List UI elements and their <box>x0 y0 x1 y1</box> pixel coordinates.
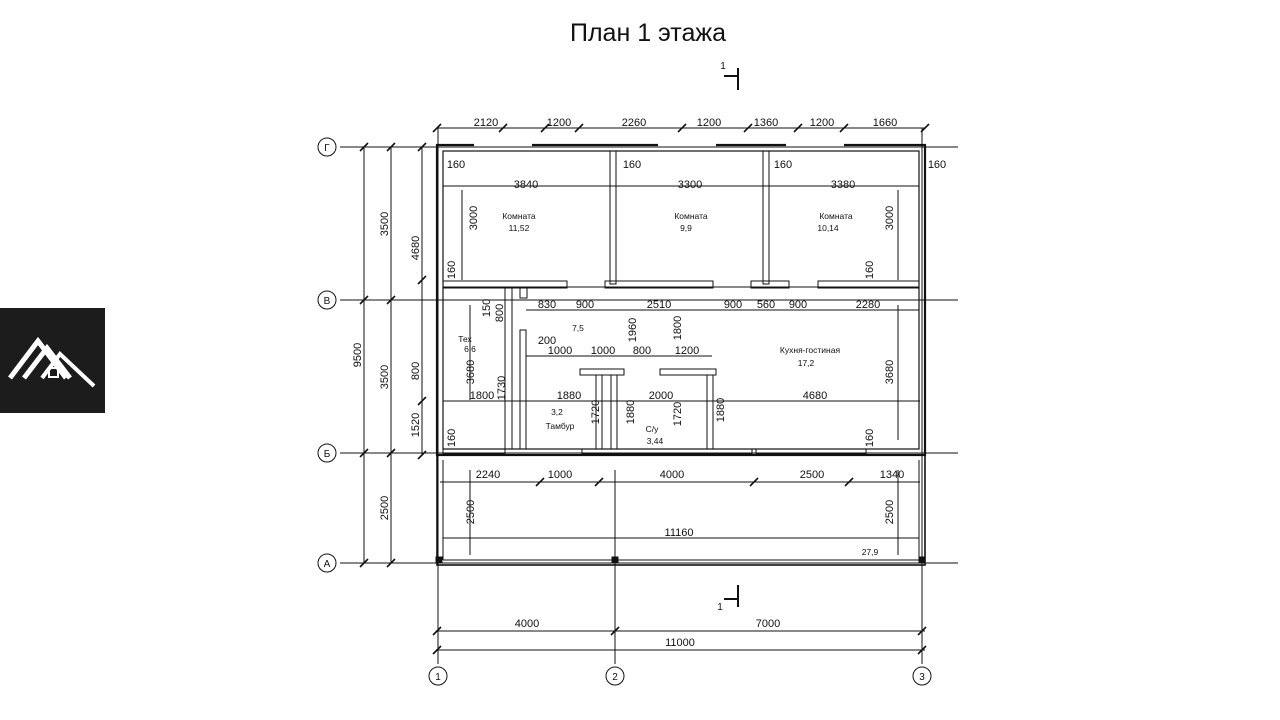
dim-top-2: 1200 <box>547 117 571 129</box>
dim-v-1880-a: 1880 <box>625 400 637 424</box>
dim-wall-8: 160 <box>864 429 876 447</box>
dim-top-5: 1360 <box>754 117 778 129</box>
hall-area: 7,5 <box>572 323 584 333</box>
tambur-area: 3,2 <box>551 407 563 417</box>
tech-area: 6,6 <box>464 344 476 354</box>
dim-wall-4: 160 <box>928 159 946 171</box>
dim-mid-1: 830 <box>538 299 556 311</box>
company-logo <box>0 308 105 413</box>
tech-name: Тех <box>458 334 472 344</box>
dim-terrace-3: 4000 <box>660 469 684 481</box>
dim-overall-width: 11000 <box>665 637 695 649</box>
dim-v-1960: 1960 <box>627 318 639 342</box>
dim-room-1-height: 3000 <box>468 206 480 230</box>
dim-top-1: 2120 <box>474 117 498 129</box>
kitchen-area: 17,2 <box>798 358 815 368</box>
dim-wall-2: 160 <box>623 159 641 171</box>
section-mark-top: 1 <box>720 61 726 72</box>
dim-v-150: 150 <box>481 299 493 317</box>
dim-hall-5: 1200 <box>675 345 699 357</box>
dim-v-1720-a: 1720 <box>590 400 602 424</box>
wc-area: 3,44 <box>647 436 664 446</box>
dim-wall-7: 160 <box>446 429 458 447</box>
dim-bottom-2: 7000 <box>756 618 780 630</box>
dim-wall-5: 160 <box>446 261 458 279</box>
dim-lower-1800: 1800 <box>470 390 494 402</box>
dim-top-6: 1200 <box>810 117 834 129</box>
tambur-name: Тамбур <box>546 421 575 431</box>
axis-label-b: Б <box>324 449 331 460</box>
dim-wall-3: 160 <box>774 159 792 171</box>
dim-terrace-2: 1000 <box>548 469 572 481</box>
dim-v-3680-tech: 3680 <box>465 360 477 384</box>
wc-name: С/у <box>646 424 660 434</box>
dim-lower-3: 4680 <box>803 390 827 402</box>
dim-terrace-1: 2240 <box>476 469 500 481</box>
section-mark-bottom: 1 <box>717 602 723 613</box>
plan-title: План 1 этажа <box>570 19 726 47</box>
axis-label-g: Г <box>324 143 330 154</box>
dim-left-outer-1: 3500 <box>379 212 391 236</box>
room-1-name: Комната <box>502 211 536 221</box>
dim-v-800: 800 <box>494 304 506 322</box>
dim-lower-1: 1880 <box>557 390 581 402</box>
dim-room-3: 3380 <box>831 179 855 191</box>
dim-top-7: 1660 <box>873 117 897 129</box>
dim-v-1800: 1800 <box>672 316 684 340</box>
dim-left-inner-2: 800 <box>410 362 422 380</box>
axis-label-2: 2 <box>612 672 618 683</box>
dim-hall-3: 1000 <box>591 345 615 357</box>
dim-top-4: 1200 <box>697 117 721 129</box>
dim-wall-6: 160 <box>864 261 876 279</box>
axis-label-a: А <box>324 559 331 570</box>
dim-room-3-height: 3000 <box>884 206 896 230</box>
dim-left-outer-2: 3500 <box>379 365 391 389</box>
dim-hall-2: 1000 <box>548 345 572 357</box>
terrace-area: 27,9 <box>862 547 879 557</box>
dim-hall-1: 200 <box>538 335 556 347</box>
dim-terrace-4: 2500 <box>800 469 824 481</box>
room-1-area: 11,52 <box>509 223 530 233</box>
axis-label-v: В <box>324 296 331 307</box>
axis-label-3: 3 <box>919 672 925 683</box>
dim-mid-6: 900 <box>789 299 807 311</box>
dim-left-overall: 9500 <box>352 343 364 367</box>
dim-v-3680-kitchen: 3680 <box>884 360 896 384</box>
dim-mid-7: 2280 <box>856 299 880 311</box>
dim-wall-1: 160 <box>447 159 465 171</box>
room-2-name: Комната <box>674 211 708 221</box>
roof-logo-icon <box>8 336 96 388</box>
dim-mid-5: 560 <box>757 299 775 311</box>
dim-room-2: 3300 <box>678 179 702 191</box>
dim-left-inner-3: 1520 <box>410 413 422 437</box>
dim-bottom-1: 4000 <box>515 618 539 630</box>
dim-terrace-height-right: 2500 <box>884 500 896 524</box>
axis-label-1: 1 <box>435 672 441 683</box>
dim-v-1730: 1730 <box>496 376 508 400</box>
room-3-name: Комната <box>819 211 853 221</box>
dim-v-1880-b: 1880 <box>715 398 727 422</box>
dim-top-3: 2260 <box>622 117 646 129</box>
dim-mid-2: 900 <box>576 299 594 311</box>
dim-left-inner-1: 4680 <box>410 236 422 260</box>
dim-terrace-height-left: 2500 <box>465 500 477 524</box>
dim-terrace-length: 11160 <box>665 527 694 539</box>
dim-mid-3: 2510 <box>647 299 671 311</box>
kitchen-name: Кухня-гостиная <box>780 345 841 355</box>
dim-room-1: 3840 <box>514 179 538 191</box>
room-3-area: 10,14 <box>817 223 839 233</box>
dim-mid-4: 900 <box>724 299 742 311</box>
dim-left-outer-3: 2500 <box>379 496 391 520</box>
dim-v-1720-b: 1720 <box>672 402 684 426</box>
dim-lower-2: 2000 <box>649 390 673 402</box>
room-2-area: 9,9 <box>680 223 692 233</box>
dim-hall-4: 800 <box>633 345 651 357</box>
dim-terrace-5: 1340 <box>880 469 904 481</box>
